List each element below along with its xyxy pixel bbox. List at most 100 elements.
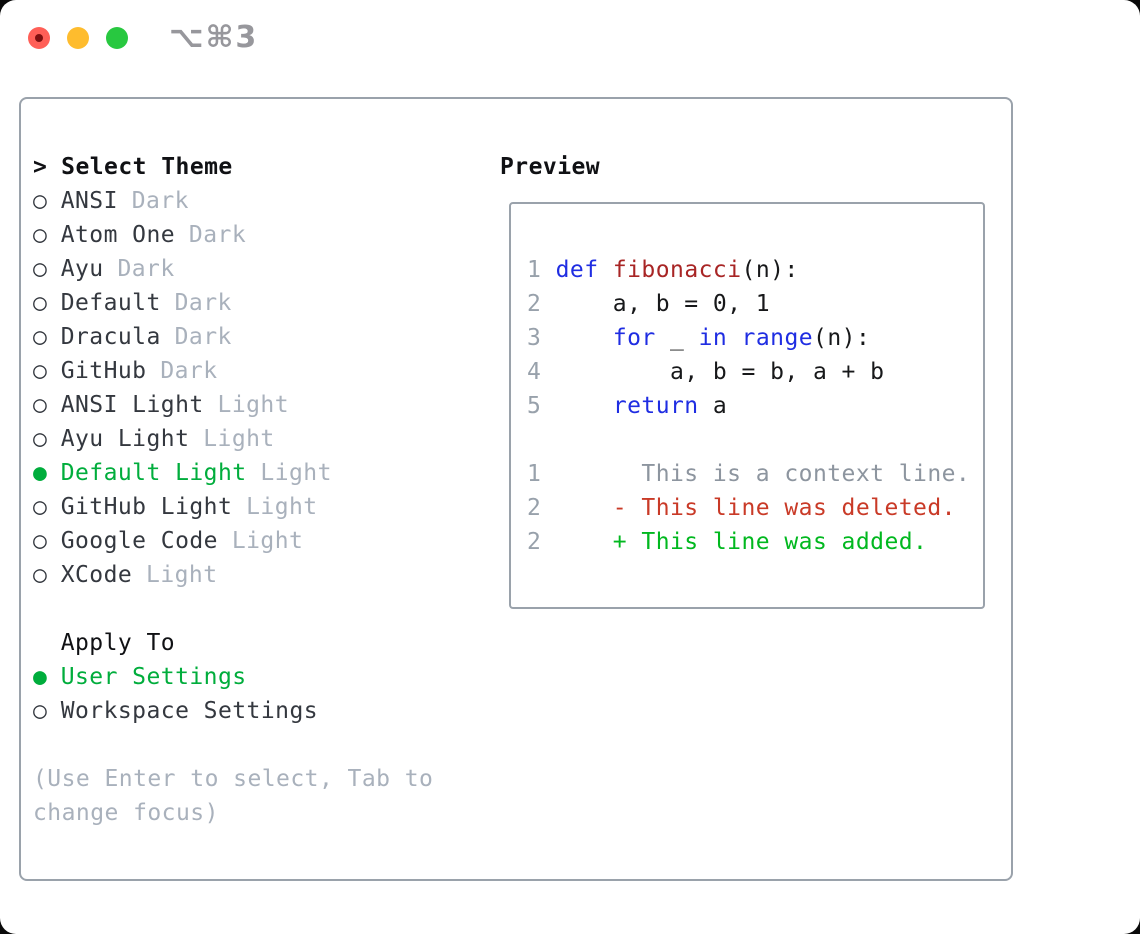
token-ctx: This is a context line.: [541, 461, 971, 487]
theme-option-ansi-light[interactable]: ○ ANSI Light Light: [33, 388, 488, 422]
token-fn: fibonacci: [612, 257, 742, 283]
theme-variant-tag: Dark: [188, 222, 247, 248]
theme-option-default-light[interactable]: ● Default Light Light: [33, 456, 488, 490]
spacer: [33, 592, 488, 626]
select-theme-label: Select Theme: [61, 154, 233, 180]
theme-variant-tag: Light: [217, 392, 290, 418]
token-num: 1: [527, 461, 542, 487]
focus-caret-icon: >: [33, 154, 48, 180]
token-code: [541, 325, 613, 351]
token-kw: in: [698, 325, 728, 351]
token-code: [727, 325, 741, 351]
theme-option-label: Ayu: [60, 256, 104, 282]
preview-line: 1 def fibonacci(n):: [527, 253, 983, 287]
preview-line: 4 a, b = b, a + b: [527, 355, 983, 389]
radio-unselected-icon: ○: [33, 562, 48, 588]
theme-option-xcode[interactable]: ○ XCode Light: [33, 558, 488, 592]
apply-option-workspace-settings[interactable]: ○ Workspace Settings: [33, 694, 488, 728]
radio-unselected-icon: ○: [33, 222, 48, 248]
theme-variant-tag: Light: [246, 494, 318, 520]
hint-text: (Use Enter to select, Tab to change focu…: [33, 766, 434, 826]
radio-unselected-icon: ○: [33, 256, 48, 282]
theme-option-github-light[interactable]: ○ GitHub Light Light: [33, 490, 488, 524]
token-kw: range: [741, 325, 814, 351]
theme-variant-tag: Light: [231, 528, 304, 554]
token-num: 2: [527, 529, 542, 555]
token-kw: def: [555, 257, 599, 283]
apply-option-label: Workspace Settings: [60, 698, 319, 724]
preview-column: Preview 1 def fibonacci(n):2 a, b = 0, 1…: [500, 150, 985, 609]
maximize-button[interactable]: [106, 26, 128, 49]
token-del: - This line was deleted.: [541, 495, 956, 521]
radio-unselected-icon: ○: [33, 324, 48, 350]
token-code: a, b = 0, 1: [541, 291, 771, 317]
close-dot-icon: [35, 33, 43, 42]
token-code: (n):: [813, 325, 871, 351]
token-kw: for: [612, 325, 656, 351]
window-title: ⌥⌘3: [169, 20, 259, 55]
preview-header: Preview: [500, 154, 601, 180]
radio-unselected-icon: ○: [33, 188, 48, 214]
select-theme-header: > Select Theme: [33, 150, 488, 184]
token-code: [541, 393, 613, 419]
radio-unselected-icon: ○: [33, 698, 48, 724]
theme-option-ansi[interactable]: ○ ANSI Dark: [33, 184, 488, 218]
theme-option-label: Atom One: [60, 222, 176, 248]
spacer: [33, 728, 488, 762]
token-num: 4: [527, 359, 542, 385]
token-code: a, b = b, a + b: [541, 359, 885, 385]
token-code: _: [655, 325, 699, 351]
theme-variant-tag: Dark: [174, 290, 232, 316]
theme-variant-tag: Dark: [131, 188, 189, 214]
minimize-button[interactable]: [67, 26, 89, 49]
theme-option-label: Dracula: [60, 324, 161, 350]
theme-option-dracula[interactable]: ○ Dracula Dark: [33, 320, 488, 354]
radio-unselected-icon: ○: [33, 392, 48, 418]
theme-option-label: XCode: [60, 562, 133, 588]
radio-unselected-icon: ○: [33, 358, 48, 384]
theme-variant-tag: Dark: [117, 256, 175, 282]
close-button[interactable]: [28, 26, 50, 49]
radio-unselected-icon: ○: [33, 494, 48, 520]
preview-line: [527, 423, 983, 457]
apply-to-header: Apply To: [60, 630, 176, 656]
token-code: (n):: [741, 257, 799, 283]
theme-option-label: GitHub Light: [60, 494, 233, 520]
token-code: [599, 257, 613, 283]
radio-unselected-icon: ○: [33, 290, 48, 316]
apply-option-label: User Settings: [60, 664, 247, 690]
theme-option-label: ANSI: [60, 188, 118, 214]
radio-selected-icon: ●: [33, 460, 48, 486]
theme-option-label: ANSI Light: [60, 392, 204, 418]
token-kw: return: [612, 393, 699, 419]
token-add: + This line was added.: [541, 529, 928, 555]
preview-line: 2 - This line was deleted.: [527, 491, 983, 525]
theme-option-label: Ayu Light: [60, 426, 190, 452]
preview-line: 5 return a: [527, 389, 983, 423]
theme-option-label: Default Light: [60, 460, 247, 486]
token-num: 3: [527, 325, 542, 351]
radio-unselected-icon: ○: [33, 528, 48, 554]
theme-variant-tag: Light: [146, 562, 218, 588]
radio-selected-icon: ●: [33, 664, 48, 690]
token-num: 5: [527, 393, 542, 419]
token-num: 2: [527, 291, 542, 317]
token-num: 1: [527, 257, 556, 283]
theme-option-atom-one[interactable]: ○ Atom One Dark: [33, 218, 488, 252]
title-bar: ⌥⌘3: [0, 0, 1140, 75]
apply-option-user-settings[interactable]: ● User Settings: [33, 660, 488, 694]
theme-variant-tag: Dark: [174, 324, 232, 350]
radio-unselected-icon: ○: [33, 426, 48, 452]
preview-line: 2 a, b = 0, 1: [527, 287, 983, 321]
theme-option-ayu[interactable]: ○ Ayu Dark: [33, 252, 488, 286]
theme-variant-tag: Light: [260, 460, 332, 486]
theme-variant-tag: Dark: [160, 358, 218, 384]
